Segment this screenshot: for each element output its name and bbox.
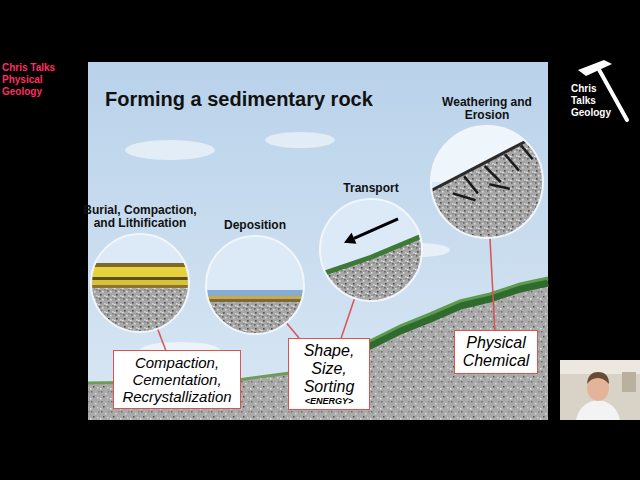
stage-lens: Transport (319, 182, 423, 302)
leader-line (490, 238, 495, 330)
illustration-part (319, 235, 423, 302)
illustration-part (489, 184, 510, 189)
lens-holder (90, 233, 190, 333)
illustration-part (430, 125, 544, 239)
weathering-scene (430, 125, 544, 239)
illustration-part (485, 166, 501, 182)
illustration-part (265, 132, 335, 148)
illustration-part (344, 233, 356, 244)
stage-heading: Weathering and Erosion (422, 96, 552, 122)
webcam-view (560, 360, 640, 420)
illustration-part (205, 296, 305, 299)
illustration-part (205, 235, 305, 335)
illustration-part (319, 235, 423, 275)
lens-holder (205, 235, 305, 335)
illustration-part (205, 290, 305, 296)
illustration-part (90, 288, 190, 333)
callout-text: Shape, Size, Sorting (293, 342, 365, 396)
slide-title: Forming a sedimentary rock (105, 88, 373, 111)
illustration-part (90, 267, 190, 277)
lens-illustration (205, 235, 305, 335)
lens-outline (91, 234, 189, 332)
stage-lens: Deposition (205, 219, 305, 335)
leader-line (341, 298, 354, 338)
callout-box: Shape, Size, Sorting<ENERGY> (288, 338, 370, 410)
callout-note: <ENERGY> (293, 396, 365, 406)
callout-text: Physical Chemical (459, 334, 533, 370)
burial-scene (90, 233, 190, 333)
channel-name: Chris Talks Physical Geology (2, 62, 60, 98)
illustration-part (622, 372, 636, 392)
illustration-part (90, 263, 190, 267)
callout-text: Compaction, Cementation, Recrystallizati… (118, 354, 236, 405)
stage-heading: Transport (311, 182, 431, 195)
illustration-part (205, 299, 305, 302)
lens-outline (320, 199, 422, 301)
illustration-part (125, 140, 215, 160)
lens-holder (430, 125, 544, 239)
leader-line (286, 323, 299, 338)
deposition-scene (205, 235, 305, 335)
illustration-part (560, 360, 640, 420)
ground-rock (88, 282, 548, 420)
illustration-part (90, 277, 190, 280)
stage-lens: Burial, Compaction, and Lithification (90, 204, 190, 333)
callout-box: Physical Chemical (454, 330, 538, 374)
stage-heading: Deposition (197, 219, 313, 232)
illustration-part (430, 132, 544, 239)
illustration-part (430, 132, 544, 191)
lens-illustration (430, 125, 544, 239)
illustration-part (354, 219, 398, 238)
callout-box: Compaction, Cementation, Recrystallizati… (113, 350, 241, 409)
lens-outline (431, 126, 543, 238)
logo-text: Chris Talks Geology (571, 83, 615, 119)
illustration-part (505, 155, 519, 171)
leader-line (158, 329, 166, 350)
transport-scene (319, 198, 423, 302)
lens-illustration (90, 233, 190, 333)
illustration-part (560, 360, 640, 374)
lens-outline (206, 236, 304, 334)
illustration-part (319, 198, 423, 302)
lens-illustration (319, 198, 423, 302)
illustration-part (587, 372, 609, 384)
illustration-part (90, 233, 190, 333)
stage-heading: Burial, Compaction, and Lithification (82, 204, 198, 230)
illustration-part (453, 193, 476, 200)
illustration-part (578, 60, 612, 76)
illustration-part (464, 176, 478, 193)
lens-holder (319, 198, 423, 302)
illustration-part (90, 285, 190, 288)
illustration-part (90, 280, 190, 285)
illustration-part (576, 400, 620, 420)
stage-lens: Weathering and Erosion (430, 96, 544, 239)
